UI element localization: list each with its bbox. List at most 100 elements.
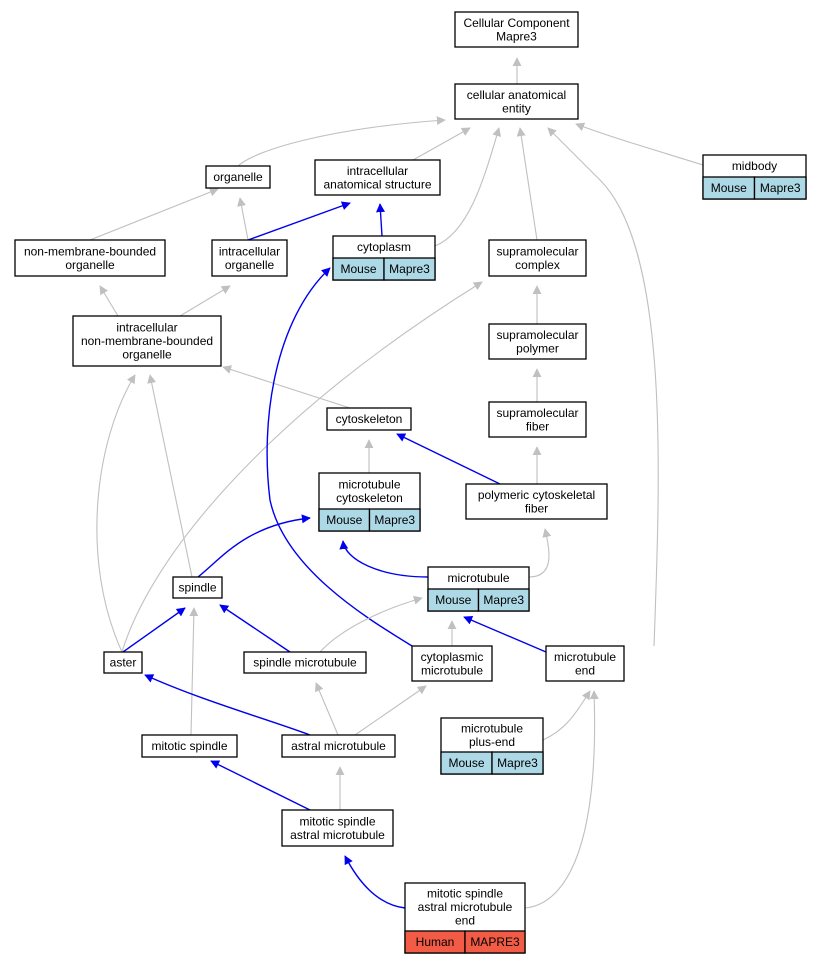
edge-ms-to-spindle xyxy=(189,607,199,736)
node-label-line: entity xyxy=(502,101,531,115)
node-box xyxy=(326,407,412,431)
node-box xyxy=(243,651,367,674)
node-box xyxy=(141,734,238,758)
node-label-line: intracellular xyxy=(116,321,177,335)
node-label-line: fiber xyxy=(526,419,549,433)
edge-cytoskeleton-to-inmbo xyxy=(222,365,351,409)
annotation-gene: Mapre3 xyxy=(389,262,430,276)
node-box xyxy=(465,483,608,520)
annotation-gene-cell xyxy=(477,588,530,612)
node-label-line: spindle xyxy=(178,581,216,595)
node-label-line: midbody xyxy=(732,159,777,173)
annotation-gene-cell xyxy=(368,508,421,532)
edge-spindle-to-inmbo xyxy=(147,374,193,578)
node-box xyxy=(488,239,587,277)
edge-microtubule-to-pcf xyxy=(528,528,552,578)
edge-mte-to-microtubule xyxy=(463,616,547,653)
node-label-line: microtubule xyxy=(421,663,483,677)
edge-smt-to-microtubule xyxy=(319,595,423,653)
edge-io-to-ias xyxy=(247,201,351,241)
annotation-species: Mouse xyxy=(448,756,484,770)
node-label-line: organelle xyxy=(65,258,115,272)
edge-inmbo-to-nmbo xyxy=(99,285,119,317)
node-label-line: Cellular Component xyxy=(463,16,570,30)
node-inmbo[interactable]: intracellularnon-membrane-boundedorganel… xyxy=(72,315,222,367)
node-ms[interactable]: mitotic spindle xyxy=(141,734,238,758)
node-label-line: supramolecular xyxy=(496,244,578,258)
edge-cytoplasm-to-ias xyxy=(376,203,385,237)
node-organelle[interactable]: organelle xyxy=(205,165,271,189)
node-label-line: organelle xyxy=(225,258,275,272)
node-label-line: microtubule xyxy=(461,721,523,735)
node-box xyxy=(211,239,288,277)
node-label-line: astral microtubule xyxy=(291,739,386,753)
node-spindle[interactable]: spindle xyxy=(172,576,223,599)
node-label-line: mitotic spindle xyxy=(427,887,503,901)
edge-aster-to-inmbo xyxy=(96,374,136,653)
node-label-line: plus-end xyxy=(469,735,515,749)
edge-io-to-organelle xyxy=(237,197,249,241)
node-label-line: intracellular xyxy=(219,244,280,258)
annotation-gene: Mapre3 xyxy=(374,513,415,527)
edge-spindle-to-mtcs xyxy=(197,514,311,578)
node-label-line: cytoplasmic xyxy=(421,650,484,664)
node-label-line: intracellular xyxy=(347,164,408,178)
edge-microtubule-to-mtcs xyxy=(339,540,429,578)
node-label-line: microtubule xyxy=(338,477,400,491)
annotation-gene-cell xyxy=(753,176,807,200)
node-box xyxy=(281,809,394,847)
node-label-line: microtubule xyxy=(447,571,509,585)
node-aster[interactable]: aster xyxy=(103,651,143,674)
node-label-line: cytoplasm xyxy=(357,240,411,254)
annotation-species: Mouse xyxy=(326,513,362,527)
node-label-line: complex xyxy=(515,258,560,272)
node-box xyxy=(281,734,396,758)
node-box xyxy=(411,645,493,682)
node-label-line: microtubule xyxy=(554,650,616,664)
node-label-line: cytoskeleton xyxy=(336,412,403,426)
node-box xyxy=(72,315,222,367)
node-box xyxy=(454,83,579,120)
node-label-line: spindle microtubule xyxy=(253,656,357,670)
edges-layer xyxy=(89,57,704,909)
annotation-gene: MAPRE3 xyxy=(470,935,520,949)
edge-cytoplasm-to-cae xyxy=(434,127,502,247)
node-box xyxy=(314,159,441,196)
node-label-line: non-membrane-bounded xyxy=(81,334,213,348)
node-label-line: end xyxy=(455,914,475,928)
node-label-line: aster xyxy=(110,656,137,670)
node-label-line: mitotic spindle xyxy=(299,814,375,828)
annotation-species: Human xyxy=(416,935,455,949)
annotation-gene: Mapre3 xyxy=(760,181,801,195)
edge-aster-to-spindle xyxy=(122,607,186,653)
node-label-line: mitotic spindle xyxy=(151,739,227,753)
node-box xyxy=(205,165,271,189)
node-smt[interactable]: spindle microtubule xyxy=(243,651,367,674)
edge-msamt-to-ms xyxy=(210,760,311,811)
edge-aster-to-smc xyxy=(121,281,483,653)
node-amt[interactable]: astral microtubule xyxy=(281,734,396,758)
annotation-species: Mouse xyxy=(435,593,471,607)
node-cytoskeleton[interactable]: cytoskeleton xyxy=(326,407,412,431)
edge-amt-to-aster xyxy=(144,674,311,736)
